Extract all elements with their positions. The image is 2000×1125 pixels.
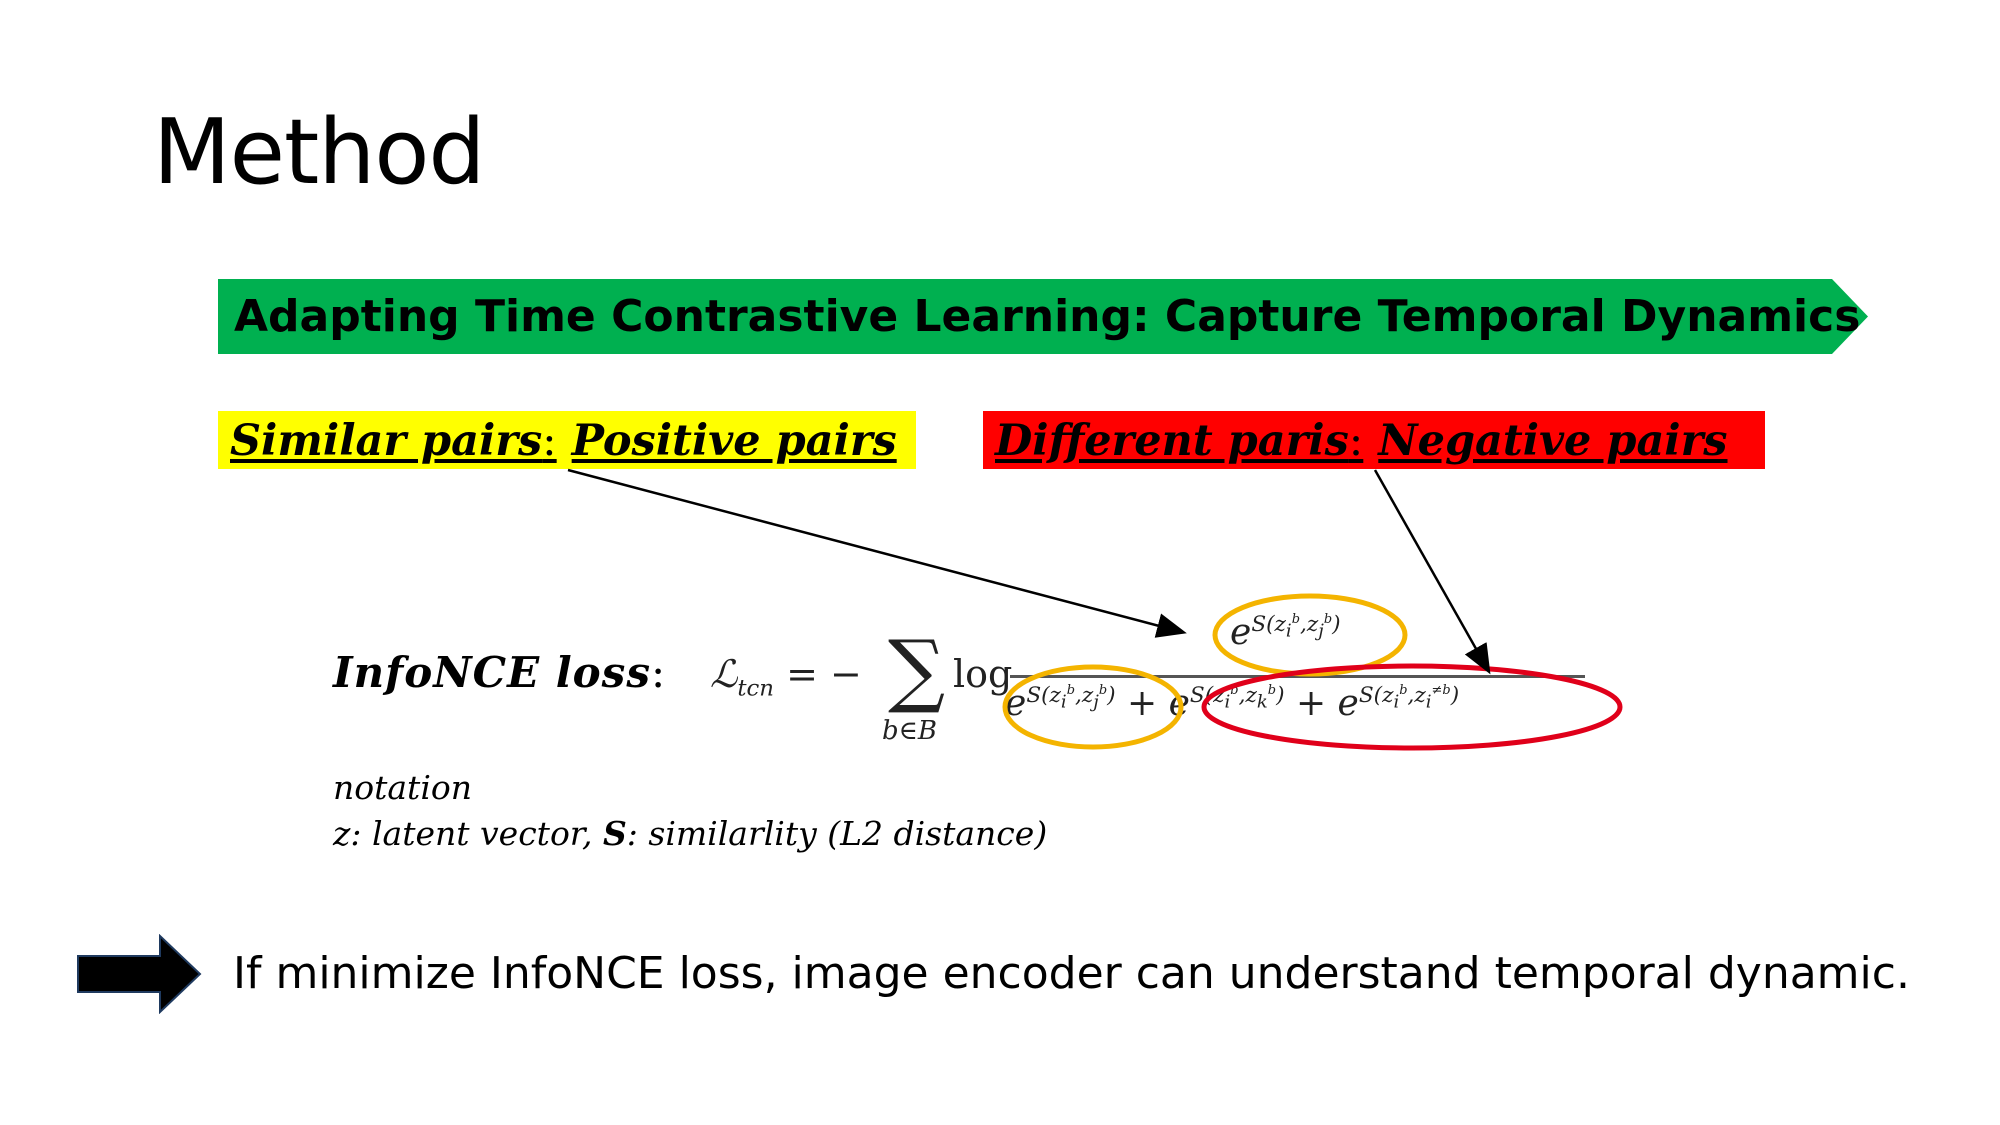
infonce-loss-separator: :	[650, 648, 667, 697]
positive-pairs-arrow	[567, 468, 1187, 638]
banner-arrow: Adapting Time Contrastive Learning: Capt…	[218, 279, 1868, 354]
positive-pairs-term: Similar pairs	[230, 416, 543, 466]
notation-z-desc: : latent vector,	[350, 814, 603, 853]
formula-fraction-bar	[1010, 675, 1585, 678]
formula-numerator: eS(zib,zjb)	[1230, 612, 1341, 654]
banner-arrow-shape	[218, 279, 1868, 354]
positive-pairs-meaning: Positive pairs	[571, 416, 897, 466]
formula-denominator: eS(zib,zjb) + eS(zib,zkb) + eS(zib,zi≠b)	[1005, 683, 1460, 725]
conclusion-text: If minimize InfoNCE loss, image encoder …	[233, 948, 1910, 999]
negative-pairs-arrow	[1373, 469, 1491, 675]
infonce-loss-text: InfoNCE loss	[333, 648, 651, 697]
slide-title: Method	[153, 100, 486, 205]
formula-sum-symbol: ∑	[888, 623, 946, 716]
infonce-loss-label: InfoNCE loss:	[333, 648, 666, 697]
negative-pairs-term: Different paris	[995, 416, 1349, 466]
notation-line: z: latent vector, S: similarlity (L2 dis…	[333, 811, 1047, 857]
notation-s-symbol: S	[602, 814, 627, 853]
negative-pairs-separator: :	[1348, 416, 1364, 466]
banner-text: Adapting Time Contrastive Learning: Capt…	[234, 291, 1861, 342]
denominator-negative-highlight-circle	[1201, 663, 1623, 751]
negative-pairs-meaning: Negative pairs	[1378, 416, 1728, 466]
formula-log: log	[953, 652, 1013, 696]
right-arrow-icon	[77, 934, 202, 1014]
denominator-positive-highlight-circle	[1002, 664, 1184, 750]
positive-pairs-label: Similar pairs: Positive pairs	[218, 411, 916, 469]
notation-z-symbol: z	[333, 814, 351, 853]
notation-block: notation z: latent vector, S: similarlit…	[333, 765, 1047, 857]
notation-heading: notation	[333, 768, 472, 807]
notation-s-desc: : similarlity (L2 distance)	[626, 814, 1048, 853]
formula-lhs: ℒtcn = −	[710, 652, 862, 702]
positive-pairs-separator: :	[542, 416, 557, 466]
negative-pairs-label: Different paris: Negative pairs	[983, 411, 1765, 469]
numerator-highlight-circle	[1212, 593, 1408, 677]
formula-sum-subscript: b∈B	[882, 716, 937, 746]
